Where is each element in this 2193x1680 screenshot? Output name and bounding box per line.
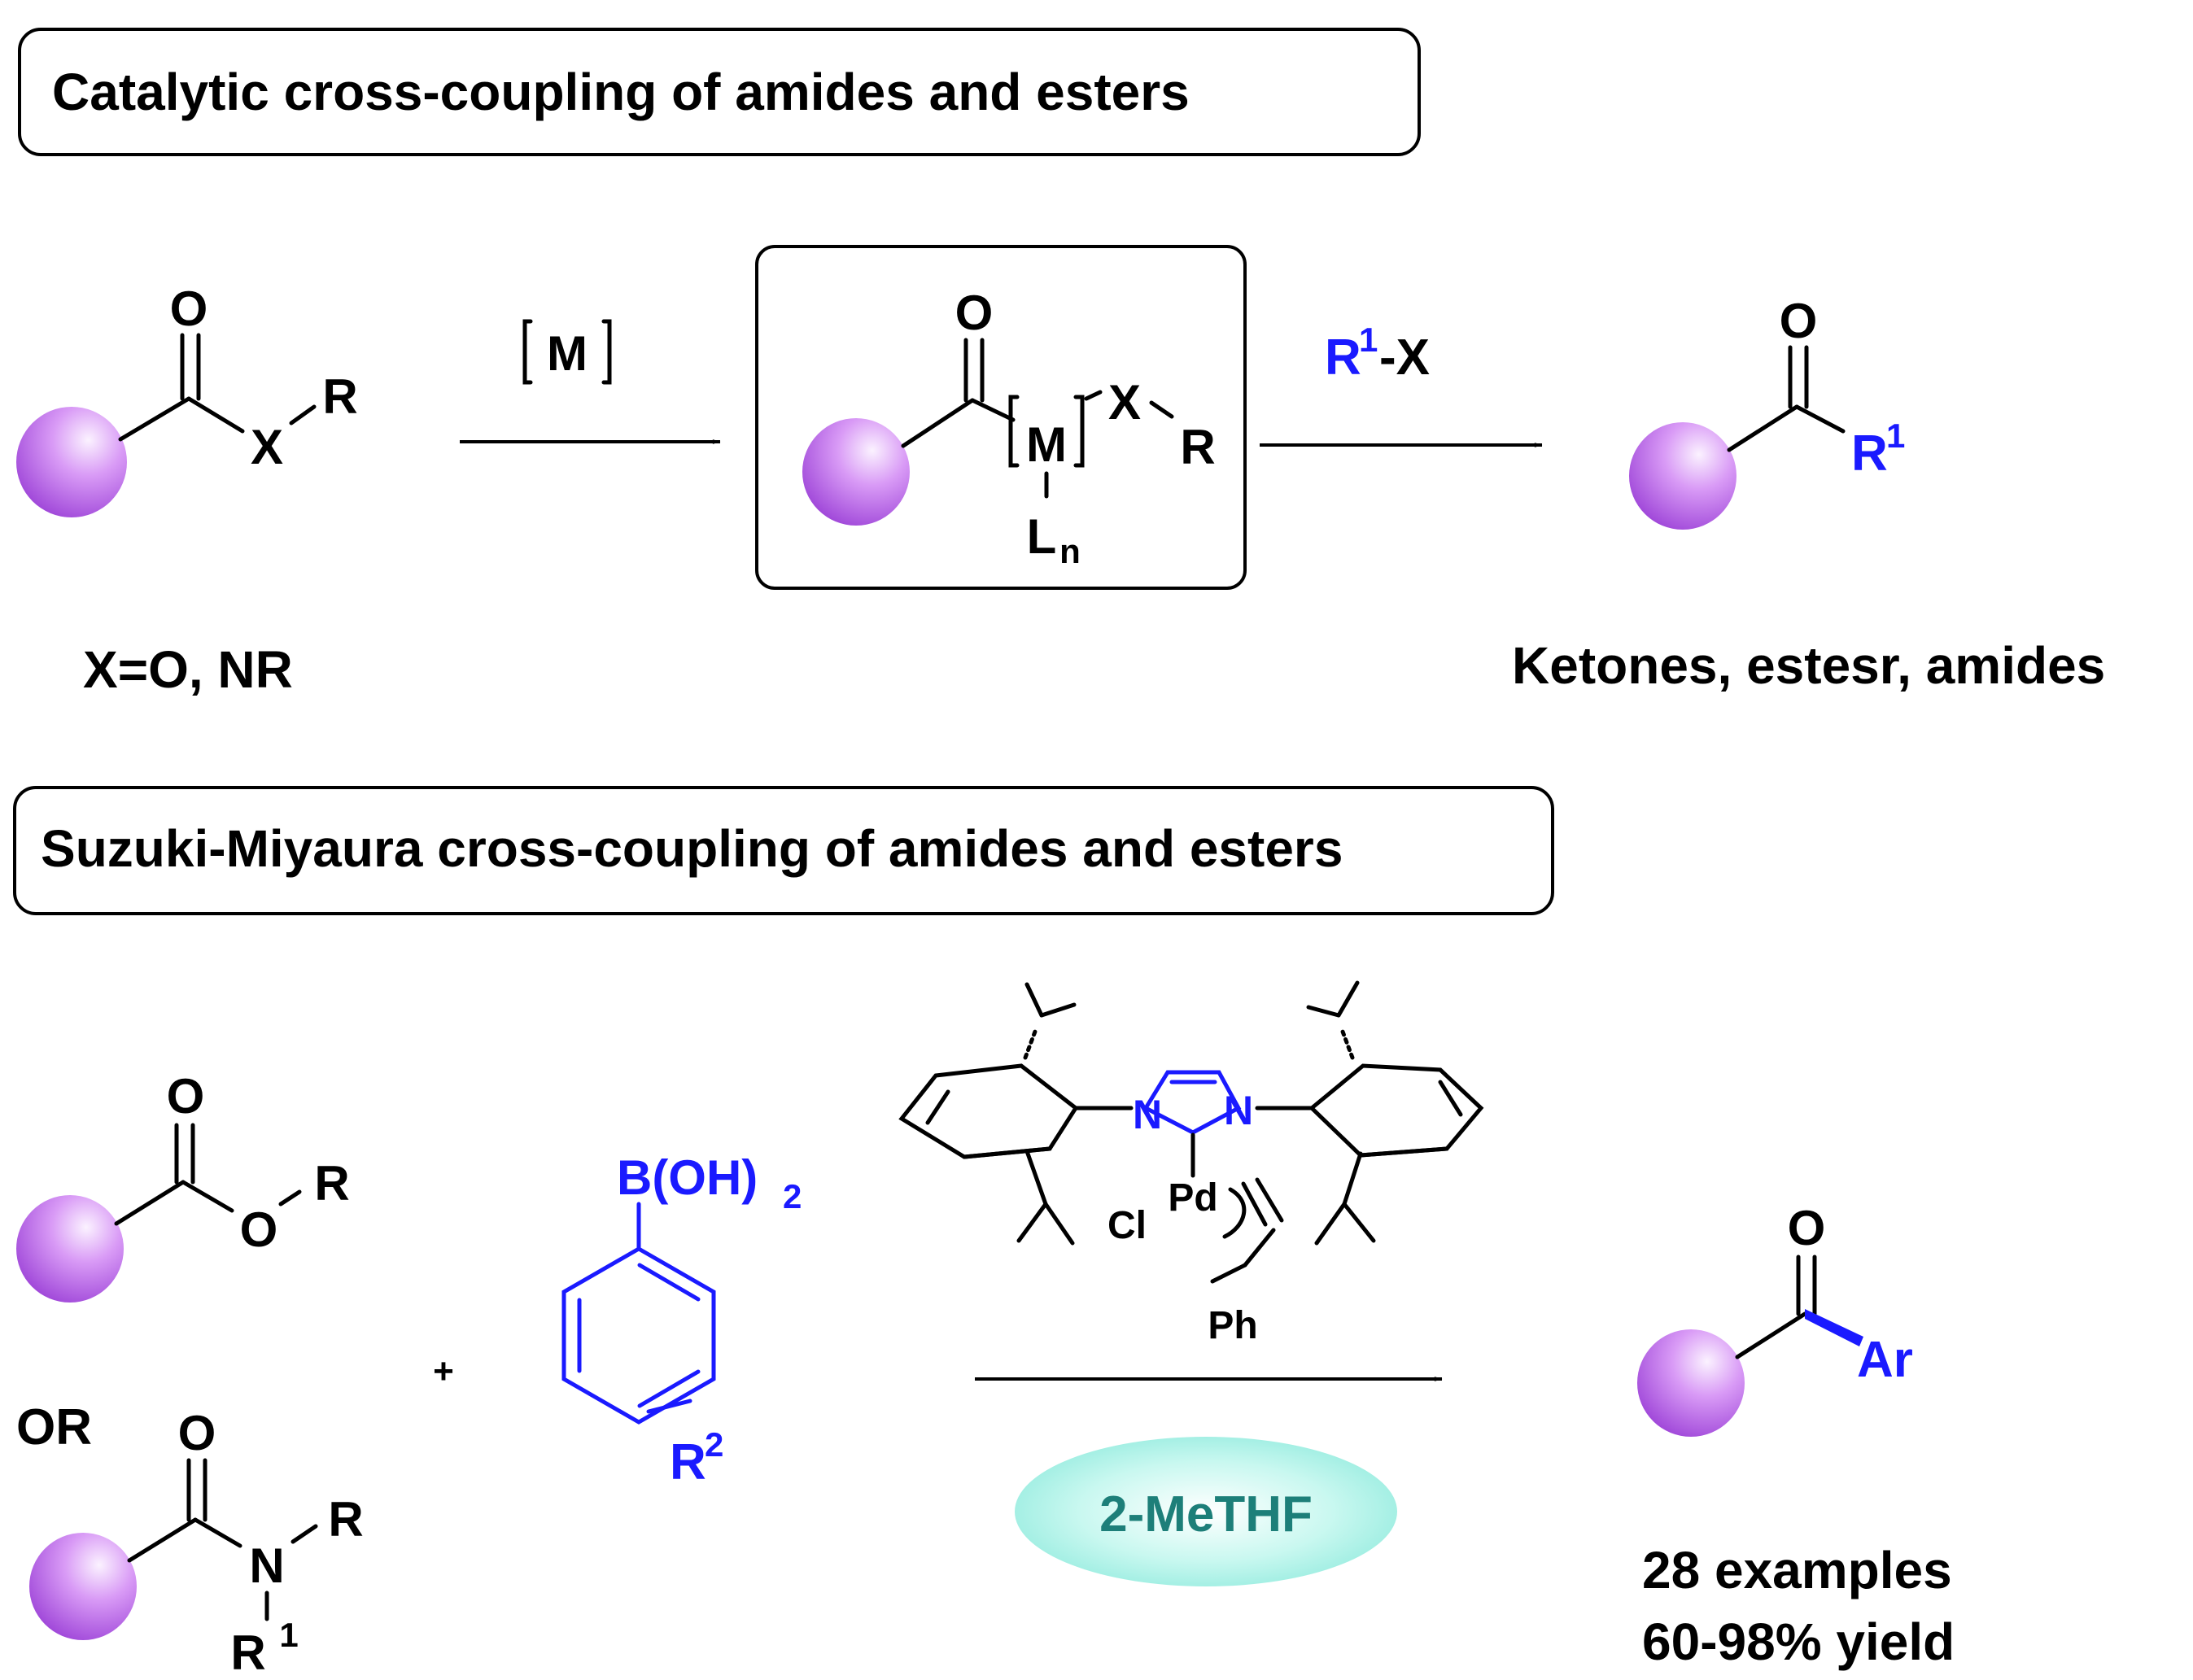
catalyst-m-label: M	[547, 326, 588, 381]
amide-substituent-r: R	[328, 1492, 363, 1547]
product-aryl: Ar	[1857, 1332, 1913, 1388]
product-r-sup: 1	[1886, 417, 1905, 455]
ester-carbonyl-o: O	[167, 1069, 205, 1124]
amide-substrate: O N R R 1	[29, 1406, 364, 1680]
product-carbonyl-o: O	[1788, 1201, 1826, 1255]
intermediate-heteroatom-x: X	[1108, 375, 1141, 430]
substrate-sphere	[16, 407, 127, 517]
bottom-title-box: Suzuki-Miyaura cross-coupling of amides …	[13, 786, 1554, 915]
product-classes-caption: Ketones, estesr, amides	[1512, 636, 2105, 695]
substrate-sphere	[1637, 1329, 1745, 1437]
coupling-partner-r: R	[1325, 329, 1361, 386]
reactant-carbonyl-o: O	[170, 281, 208, 336]
top-reactant: O X R	[16, 281, 358, 517]
product-r: R	[1851, 425, 1888, 482]
chloride: Cl	[1107, 1204, 1147, 1247]
plus-sign: +	[433, 1351, 454, 1391]
palladium: Pd	[1168, 1176, 1217, 1220]
reactant-substituent-r: R	[322, 369, 357, 424]
x-definition-caption: X=O, NR	[83, 640, 293, 699]
yield-range: 60-98% yield	[1642, 1612, 1955, 1671]
ester-ether-o: O	[240, 1202, 278, 1257]
reactant-heteroatom-x: X	[251, 420, 283, 474]
bottom-title: Suzuki-Miyaura cross-coupling of amides …	[41, 819, 1343, 878]
nhc-nitrogen-left: N	[1133, 1092, 1162, 1137]
amide-n-substituent-sup: 1	[279, 1616, 298, 1654]
solvent-label: 2-MeTHF	[1099, 1486, 1313, 1543]
or-label: OR	[16, 1399, 92, 1455]
intermediate-carbonyl-o: O	[955, 286, 994, 340]
substrate-sphere	[802, 418, 910, 526]
amide-carbonyl-o: O	[178, 1406, 216, 1460]
nhc-nitrogen-right: N	[1224, 1088, 1253, 1133]
ester-substituent-r: R	[314, 1156, 349, 1211]
bottom-product: O Ar	[1637, 1201, 1913, 1437]
bracket-left	[522, 319, 533, 385]
intermediate-substituent-r: R	[1180, 420, 1215, 474]
examples-count: 28 examples	[1642, 1541, 1952, 1599]
solvent-ellipse: 2-MeTHF	[1015, 1437, 1397, 1586]
arrow-1: M	[460, 319, 721, 444]
intermediate-metal-m: M	[1026, 417, 1067, 472]
arrow-2: R 1 -X	[1260, 321, 1543, 447]
amide-n-substituent-r: R	[230, 1625, 265, 1680]
bracket-right	[601, 319, 612, 385]
amide-nitrogen: N	[249, 1538, 284, 1593]
boronic-acid: B(OH) 2 R 2	[561, 1150, 802, 1490]
boronic-acid-group: B(OH)	[617, 1150, 758, 1205]
substrate-sphere	[1629, 422, 1736, 530]
substrate-sphere	[29, 1533, 137, 1640]
phenyl-label: Ph	[1208, 1304, 1257, 1347]
substrate-sphere	[16, 1195, 124, 1303]
top-title-box: Catalytic cross-coupling of amides and e…	[18, 28, 1421, 156]
wedge-bond	[1805, 1309, 1863, 1346]
coupling-partner-sup: 1	[1359, 321, 1378, 359]
top-product: O R 1	[1629, 294, 1905, 530]
boronic-acid-sub: 2	[783, 1177, 802, 1215]
pd-nhc-catalyst: N N Pd Cl Ph	[898, 980, 1484, 1347]
top-title: Catalytic cross-coupling of amides and e…	[52, 63, 1190, 121]
boronic-acid-r: R	[670, 1434, 706, 1490]
ester-substrate: O O R	[16, 1069, 350, 1303]
boronic-acid-r-sup: 2	[705, 1425, 723, 1464]
intermediate-ligand-l: L	[1027, 509, 1057, 564]
coupling-partner-x: -X	[1379, 329, 1430, 386]
intermediate-box: O M L n X R	[755, 245, 1247, 590]
intermediate-ligand-n: n	[1059, 532, 1081, 570]
product-carbonyl-o: O	[1780, 294, 1818, 348]
